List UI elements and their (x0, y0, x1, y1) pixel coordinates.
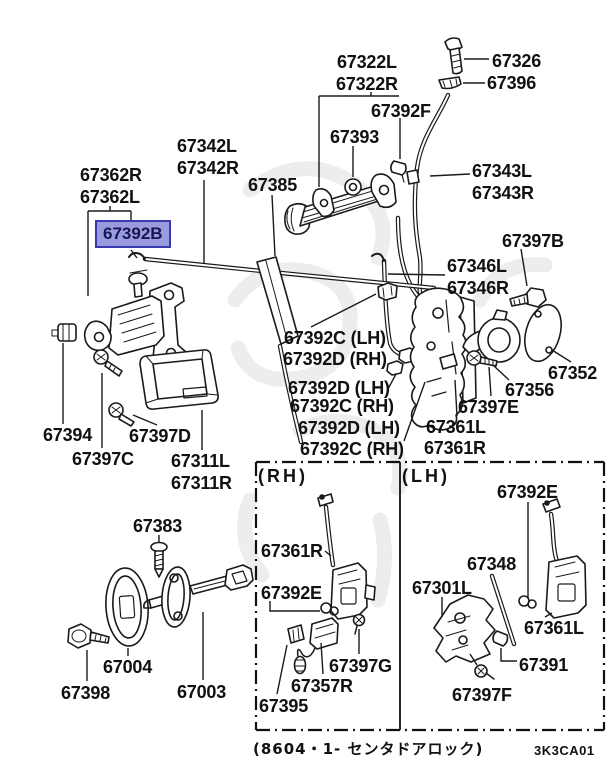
inset-lh-header: (LH) (402, 466, 450, 486)
part-label-67392c-rh-2: 67392C (RH) (300, 439, 404, 459)
part-label-67346r: 67346R (447, 278, 509, 298)
part-label-67392f: 67392F (371, 101, 431, 121)
part-label-67326: 67326 (492, 51, 542, 71)
part-label-67397d: 67397D (129, 426, 191, 446)
inset-rh-header: (RH) (258, 466, 308, 486)
inset-part-label-67357r: 67357R (291, 676, 353, 696)
part-label-67394: 67394 (43, 425, 93, 445)
leader-lines (62, 58, 572, 695)
part-label-67392c-lh: 67392C (LH) (284, 328, 386, 348)
part-label-67343l: 67343L (472, 161, 532, 181)
inset-part-label-67395: 67395 (259, 696, 309, 716)
part-label-67342r: 67342R (177, 158, 239, 178)
inset-part-label-67397g: 67397G (329, 656, 392, 676)
part-label-67396: 67396 (487, 73, 537, 93)
inset-part-label-67397f: 67397F (452, 685, 512, 705)
part-label-67342l: 67342L (177, 136, 237, 156)
part-label-67322l: 67322L (337, 52, 397, 72)
inset-part-label-67301l: 67301L (412, 578, 472, 598)
part-label-67392c-rh: 67392C (RH) (290, 396, 394, 416)
inset-part-label-67348: 67348 (467, 554, 517, 574)
part-label-67392d-lh: 67392D (LH) (288, 378, 390, 398)
part-label-67361r: 67361R (424, 438, 486, 458)
figure-code: 3K3CA01 (534, 743, 595, 758)
part-label-67361l: 67361L (426, 417, 486, 437)
part-label-67393: 67393 (330, 127, 380, 147)
part-label-67362r: 67362R (80, 165, 142, 185)
part-label-67398: 67398 (61, 683, 111, 703)
part-label-67356: 67356 (505, 380, 555, 400)
part-label-67383: 67383 (133, 516, 183, 536)
inset-box (254, 460, 606, 732)
part-label-67004: 67004 (103, 657, 153, 677)
part-label-67397b: 67397B (502, 231, 564, 251)
figure-caption: (8604・1- センタドアロック) (253, 740, 484, 758)
part-label-67322r: 67322R (336, 74, 398, 94)
part-label-67397c: 67397C (72, 449, 134, 469)
part-label-67392d-rh: 67392D (RH) (283, 349, 387, 369)
part-label-67311r: 67311R (171, 473, 232, 493)
part-label-67346l: 67346L (447, 256, 507, 276)
part-label-67362l: 67362L (80, 187, 140, 207)
inset-part-label-67361l: 67361L (524, 618, 584, 638)
part-label-67003: 67003 (177, 682, 227, 702)
inset-part-label-67361r: 67361R (261, 541, 323, 561)
part-label-67352: 67352 (548, 363, 598, 383)
inset-part-label-67392e-lh: 67392E (497, 482, 558, 502)
part-label-67385: 67385 (248, 175, 298, 195)
inset-part-label-67392e-rh: 67392E (261, 583, 322, 603)
part-label-67397e: 67397E (458, 397, 519, 417)
part-label-67311l: 67311L (171, 451, 230, 471)
inset-part-label-67391: 67391 (519, 655, 569, 675)
watermark (227, 161, 553, 608)
part-label-67392d-lh-2: 67392D (LH) (298, 418, 400, 438)
part-label-67392b-highlighted[interactable]: 67392B (95, 220, 171, 248)
part-label-67343r: 67343R (472, 183, 534, 203)
